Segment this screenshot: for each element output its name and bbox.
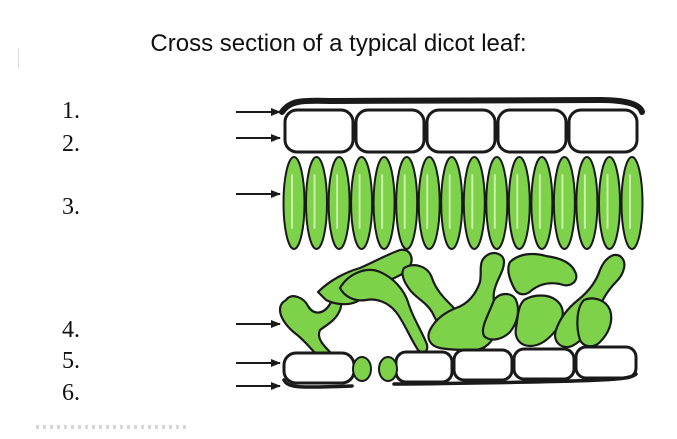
spongy-cell (481, 292, 520, 341)
palisade-cell (507, 156, 531, 250)
spongy-cell (514, 294, 564, 348)
spongy-mesophyll (278, 248, 626, 361)
palisade-cell (305, 156, 328, 250)
palisade-cell (282, 156, 306, 250)
label-2: 2. (62, 131, 80, 157)
upper-epidermis-cell (496, 108, 568, 154)
palisade-cell (350, 156, 374, 250)
palisade-cell (552, 156, 576, 250)
pointer-arrows (236, 108, 281, 390)
upper-epidermis-cell (354, 108, 426, 154)
palisade-cell (485, 156, 509, 250)
palisade-cell (395, 156, 419, 250)
lower-cuticle (282, 372, 638, 389)
palisade-cell (327, 156, 351, 250)
lower-epidermis-cell (452, 348, 514, 382)
spongy-cell (507, 252, 578, 296)
upper-epidermis (283, 108, 639, 154)
palisade-cell (620, 156, 644, 250)
palisade-cell (440, 156, 464, 250)
spongy-cell (278, 295, 343, 361)
lower-epidermis-cell (512, 347, 576, 381)
upper-epidermis-cell (425, 108, 497, 154)
label-1: 1. (62, 98, 80, 124)
lower-epidermis-cell (394, 350, 454, 384)
lower-epidermis (282, 345, 638, 385)
scan-edge-mark (18, 48, 19, 68)
label-5: 5. (62, 348, 80, 374)
label-6: 6. (62, 380, 80, 406)
spongy-cell (576, 297, 613, 348)
palisade-cell (598, 156, 621, 250)
upper-epidermis-cell (283, 108, 355, 154)
diagram-title: Cross section of a typical dicot leaf: (150, 30, 527, 57)
cuticle-layer (279, 96, 645, 115)
palisade-cell (575, 156, 599, 250)
palisade-cell (462, 156, 486, 250)
lower-epidermis-cell (282, 351, 356, 385)
label-4: 4. (62, 317, 80, 343)
guard-cell (352, 356, 372, 382)
palisade-mesophyll (282, 156, 644, 250)
palisade-cell (417, 156, 441, 250)
guard-cells (352, 356, 398, 382)
palisade-cell (530, 156, 554, 250)
upper-epidermis-cell (567, 108, 639, 154)
label-3: 3. (62, 194, 80, 220)
scan-artifact (36, 425, 186, 429)
guard-cell (378, 356, 398, 382)
lower-epidermis-cell (574, 345, 638, 380)
palisade-cell (372, 156, 396, 250)
